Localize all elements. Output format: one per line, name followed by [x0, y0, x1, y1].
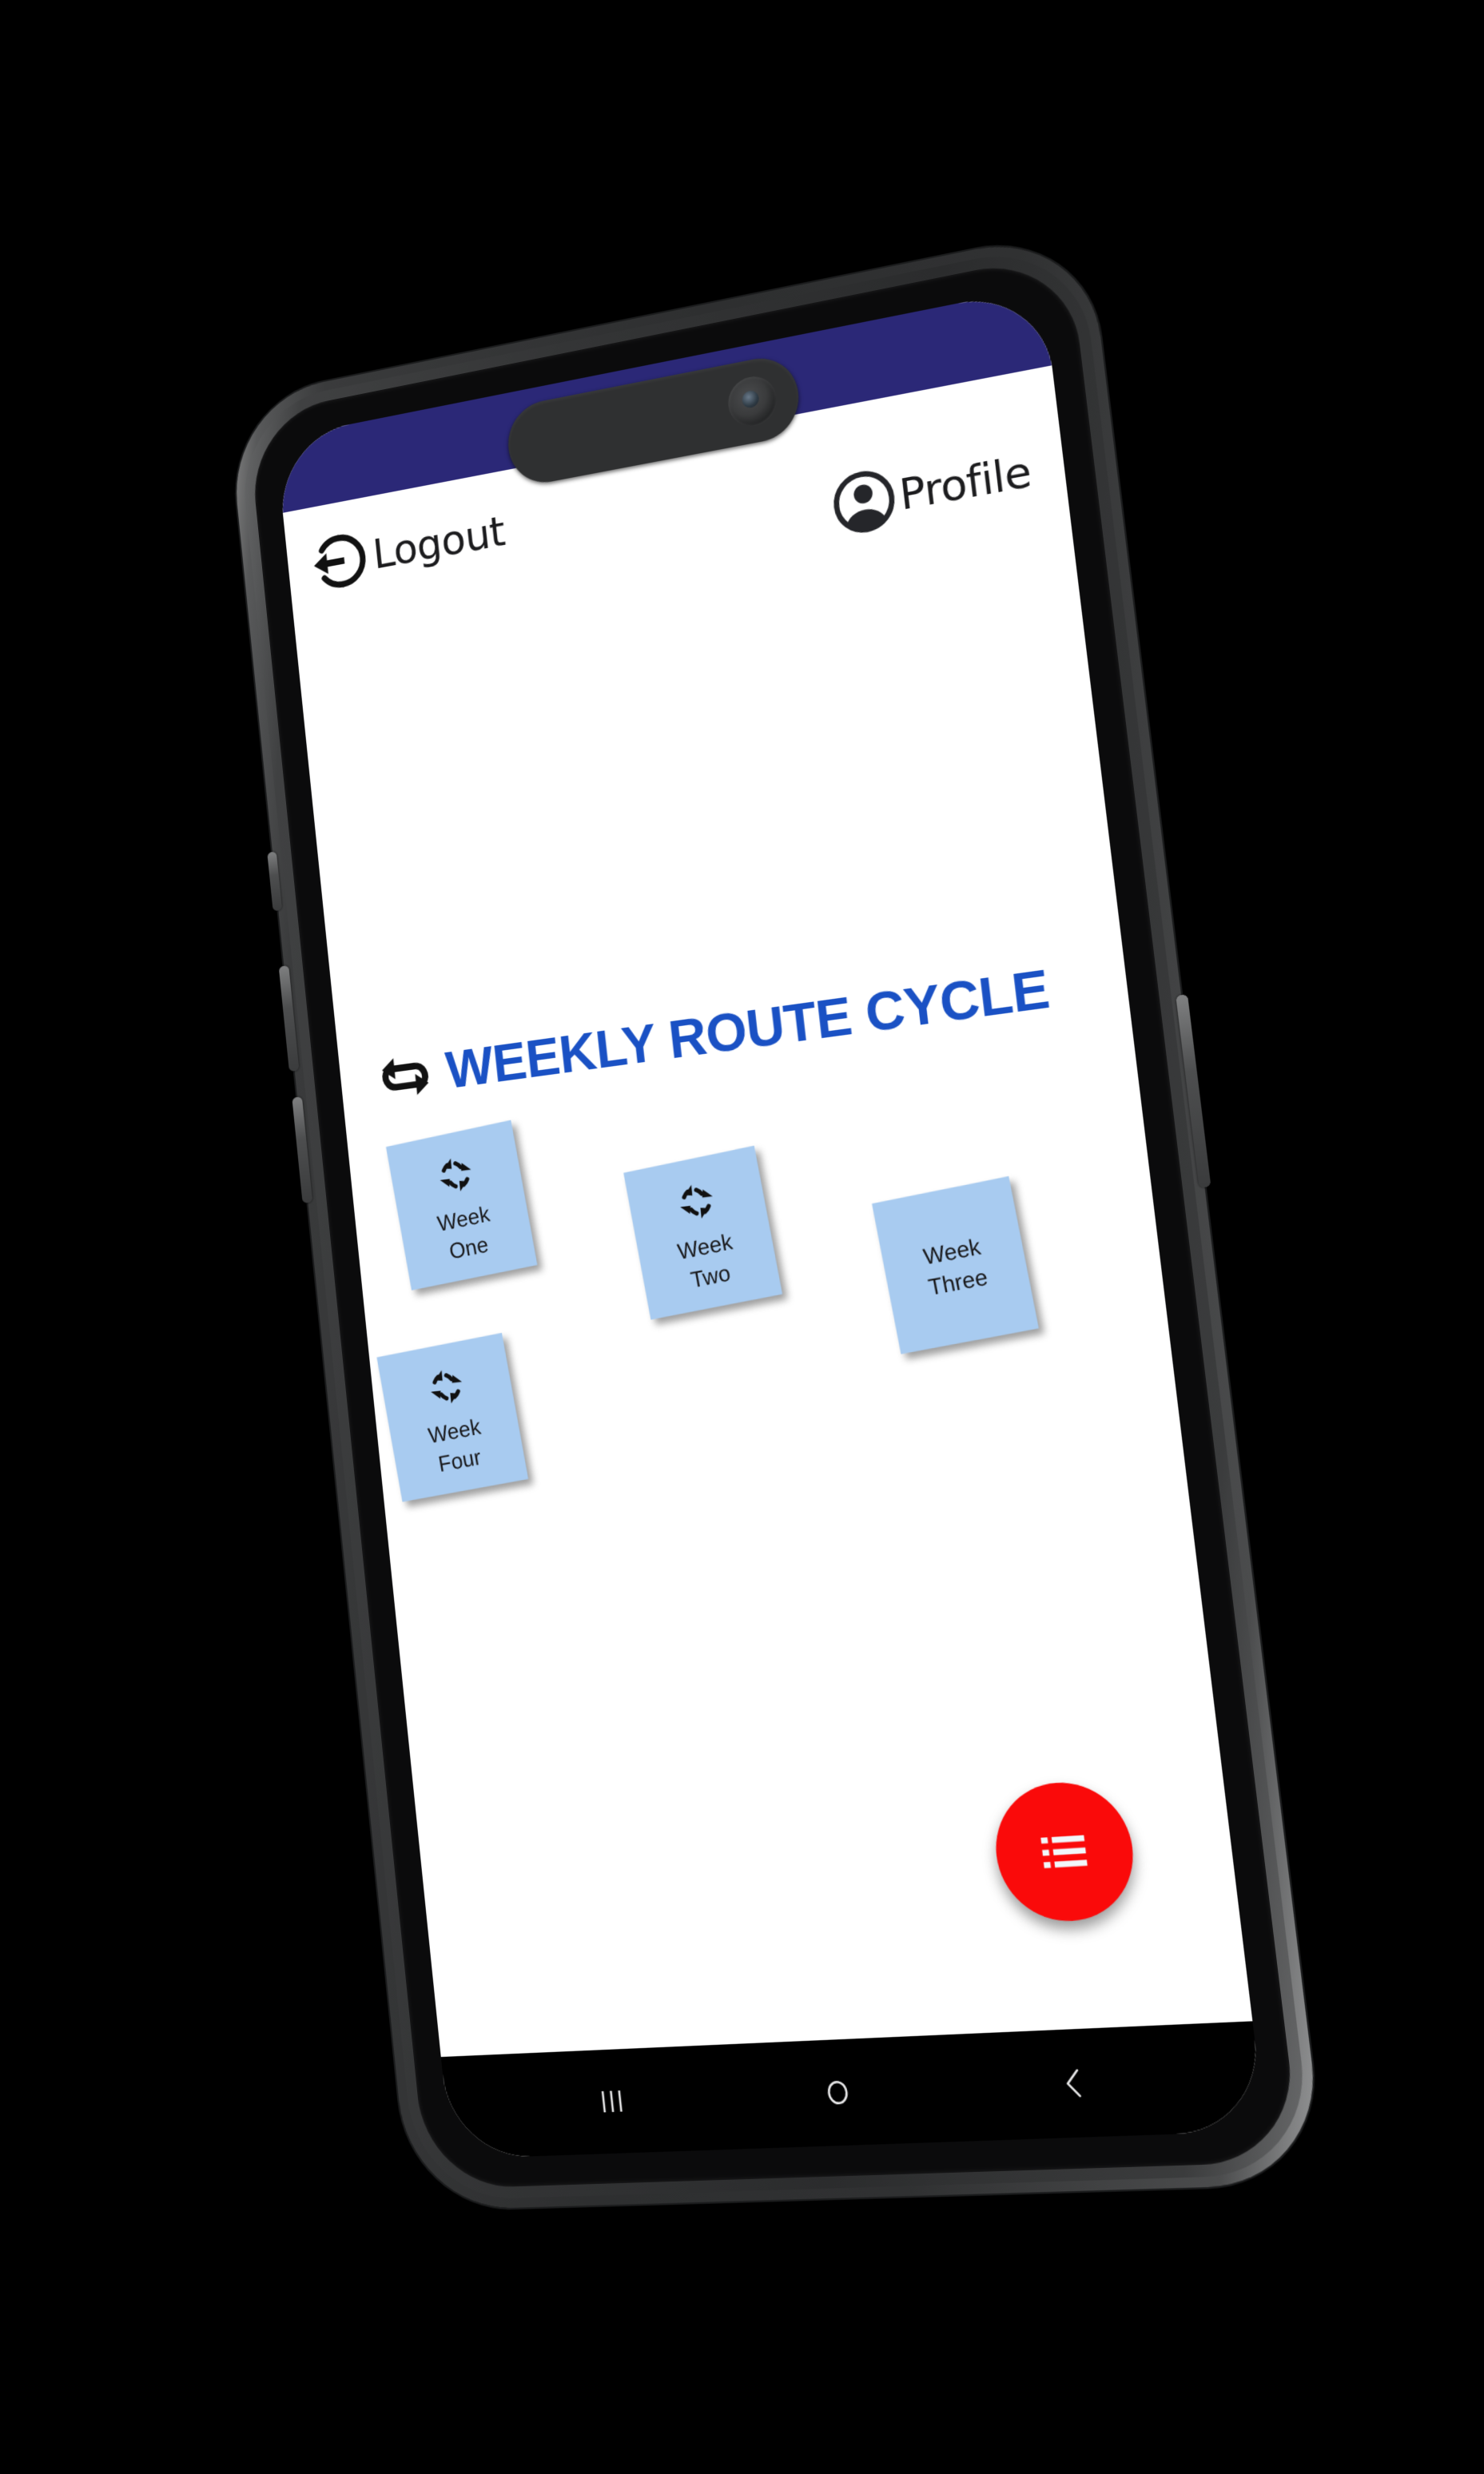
profile-button[interactable]: Profile [828, 439, 1034, 540]
recents-bars-icon[interactable] [590, 2079, 634, 2123]
week-card-two[interactable]: Week Two [623, 1145, 782, 1320]
week-card-one[interactable]: Week One [385, 1120, 537, 1291]
logout-label: Logout [370, 507, 507, 579]
week-card-line2: Three [925, 1263, 989, 1301]
week-cards-grid: Week One [347, 1042, 1194, 1613]
phone-bezel: Logout Profile [246, 251, 1301, 2190]
cycle-arrows-icon [430, 1148, 480, 1201]
week-card-line1: Week [921, 1233, 983, 1271]
logout-button[interactable]: Logout [308, 499, 507, 597]
list-fab-button[interactable] [988, 1778, 1140, 1925]
week-card-line2: Two [687, 1259, 733, 1293]
week-card-line1: Week [425, 1413, 483, 1449]
front-camera-lens-icon [725, 372, 779, 431]
week-card-four[interactable]: Week Four [376, 1332, 528, 1502]
cycle-arrows-icon [670, 1174, 722, 1229]
page-title-row: WEEKLY ROUTE CYCLE [338, 945, 1130, 1116]
week-card-line2: Four [436, 1443, 483, 1477]
back-chevron-icon[interactable] [1048, 2061, 1096, 2106]
week-card-three[interactable]: Week Three [871, 1175, 1039, 1354]
logout-arrow-icon [308, 525, 372, 598]
sync-repeat-icon [372, 1041, 438, 1112]
phone-mockup: Logout Profile [226, 226, 1327, 2211]
page-title: WEEKLY ROUTE CYCLE [442, 957, 1052, 1100]
app-content: Logout Profile [282, 365, 1252, 2058]
cycle-arrows-icon [421, 1360, 471, 1414]
list-menu-icon [1035, 1824, 1093, 1879]
week-card-line2: One [447, 1231, 490, 1264]
profile-label: Profile [896, 446, 1034, 520]
